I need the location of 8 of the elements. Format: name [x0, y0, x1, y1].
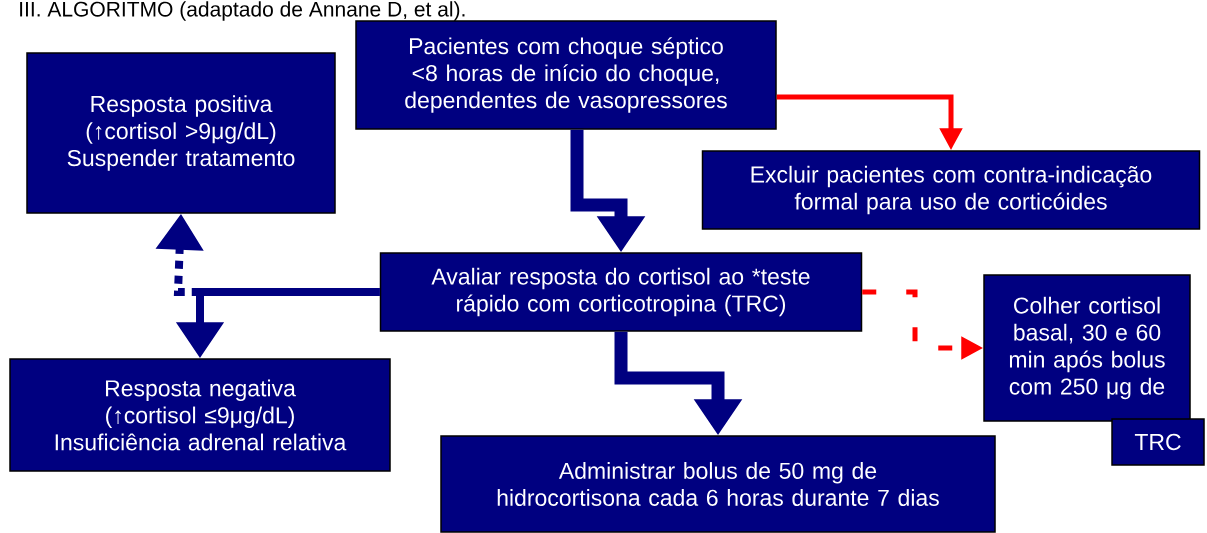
- process-box: Pacientes com choque séptico <8 horas de início do choque, dependentes de vasopressores: [355, 20, 777, 130]
- process-box: Avaliar resposta do cortisol ao *teste rápido com corticotropina (TRC): [379, 252, 863, 332]
- process-box: Resposta negativa (↑cortisol ≤9μg/dL) Insuficiência adrenal relativa: [9, 358, 391, 472]
- process-box: Excluir pacientes com contra-indicação formal para uso de corticóides: [701, 150, 1201, 230]
- process-box: TRC: [1111, 418, 1205, 466]
- process-box: Resposta positiva (↑cortisol >9μg/dL) Suspender tratamento: [26, 52, 336, 214]
- process-box: Administrar bolus de 50 mg de hidrocortisona cada 6 horas durante 7 dias: [440, 435, 996, 533]
- heading: III. ALGORITMO (adaptado de Annane D, et al).: [20, 1, 465, 21]
